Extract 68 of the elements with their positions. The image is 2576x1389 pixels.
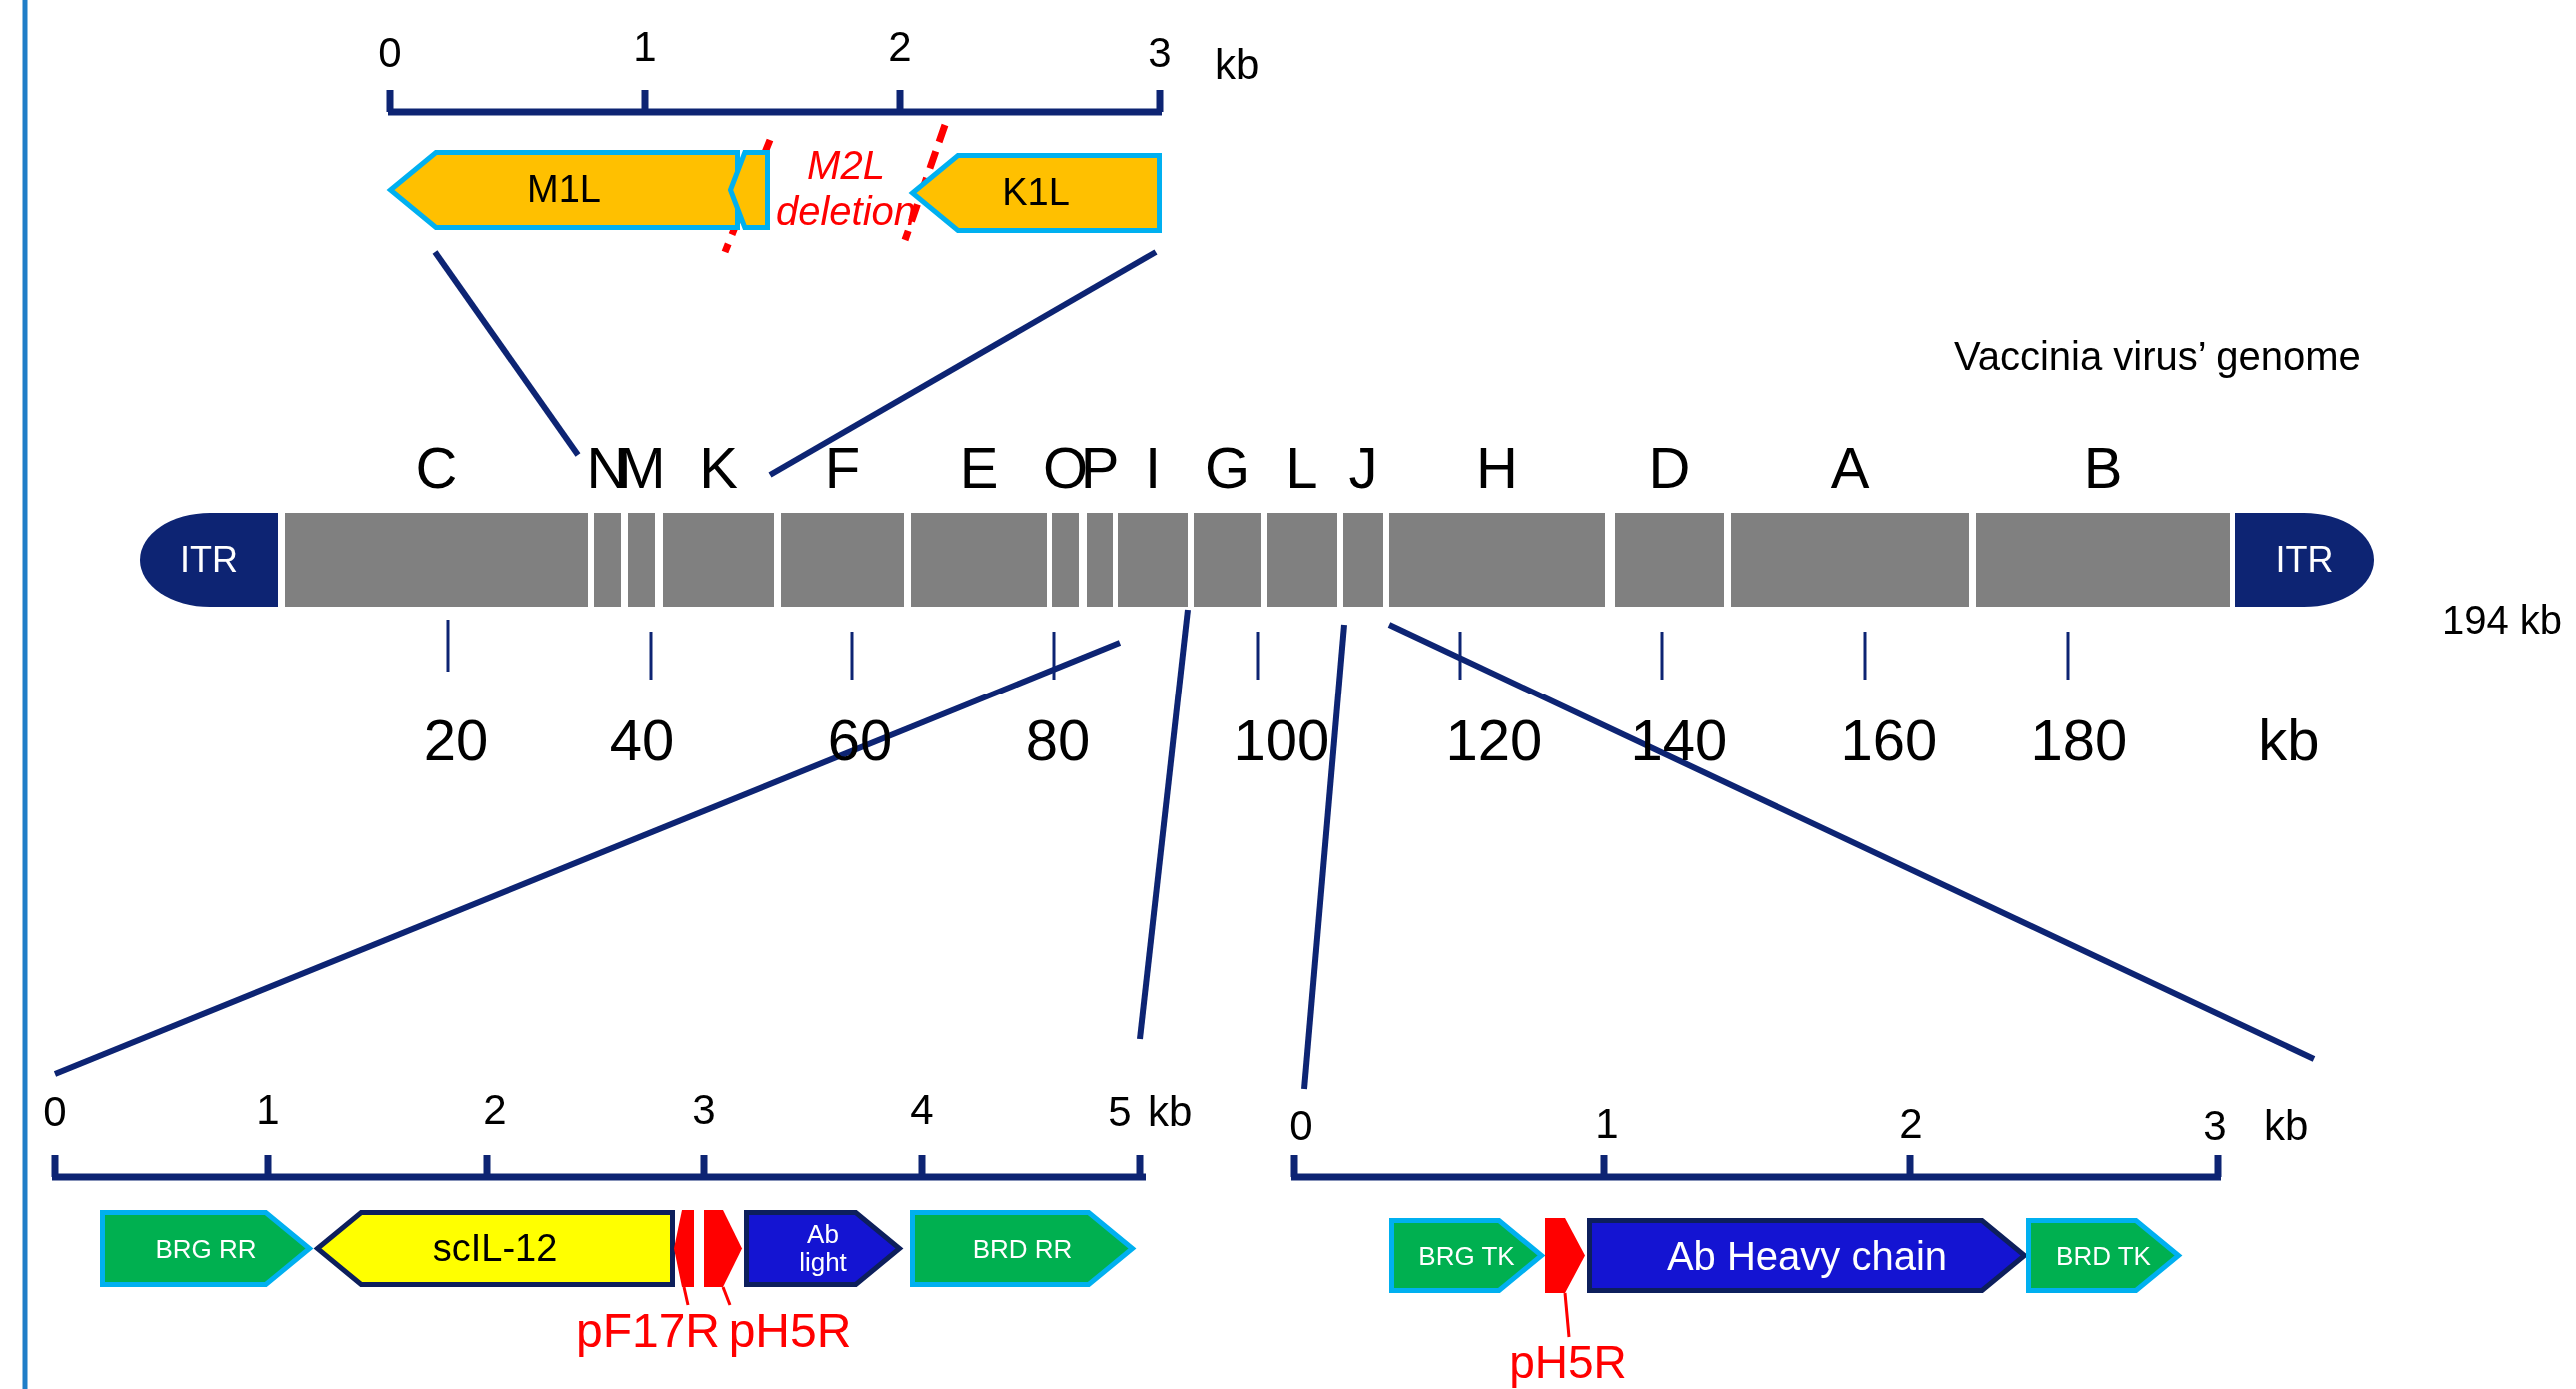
scale-label: 2 [888, 26, 912, 68]
scale-label: 120 [1445, 711, 1543, 769]
scale-label: 0 [378, 32, 402, 74]
scale-label: 0 [43, 1091, 67, 1133]
leader-line [682, 1286, 690, 1306]
gene-label: BRD TK [2056, 1241, 2151, 1270]
scale-label: 20 [423, 711, 489, 769]
promoter-label: pF17R [574, 1305, 722, 1357]
gene-block [1389, 1218, 1544, 1293]
scale-label: 140 [1630, 711, 1728, 769]
itr-block [2235, 513, 2374, 607]
segment-letter: B [2083, 436, 2123, 500]
gene-label: M1L [527, 169, 601, 211]
itr-label: ITR [2275, 540, 2334, 580]
segment-letter: G [1204, 436, 1251, 500]
scale-label: 40 [609, 711, 675, 769]
gene-block [744, 1210, 902, 1287]
scale-label: 80 [1025, 711, 1091, 769]
gene-label: BRD RR [972, 1234, 1073, 1263]
scale-label: 1 [256, 1089, 280, 1131]
segment-letter: H [1476, 436, 1518, 500]
segment-letter: A [1830, 436, 1870, 500]
itr-label: ITR [180, 540, 238, 580]
gene-block [2026, 1218, 2181, 1293]
gene-block [1587, 1218, 2027, 1293]
scale-label: 3 [1148, 32, 1172, 74]
scale-label: kb [1215, 44, 1260, 86]
scale-label: 160 [1840, 711, 1938, 769]
scale-label: kb [2258, 711, 2320, 769]
diagram-title: Vaccinia virus’ genome [1954, 336, 2361, 376]
gene-block [100, 1210, 312, 1287]
segment-letter: E [959, 436, 999, 500]
scale-label: 180 [2030, 711, 2128, 769]
scale-label: 4 [910, 1089, 934, 1131]
gene-label: Ab Heavy chain [1666, 1233, 1948, 1278]
leader-line [721, 1286, 732, 1306]
scale-label: 2 [1899, 1103, 1923, 1145]
scale-label: 100 [1233, 711, 1330, 769]
segment-letter: L [1286, 436, 1318, 500]
promoter-block [704, 1210, 742, 1287]
scale-label: 3 [2203, 1105, 2227, 1147]
gene-label: Ab light [798, 1219, 848, 1278]
scale-label: 5 [1108, 1091, 1132, 1133]
scale-label: 1 [633, 26, 657, 68]
segment-letter: J [1348, 436, 1378, 500]
scale-label: kb [1148, 1091, 1193, 1133]
scale-label: 3 [692, 1089, 716, 1131]
leader-line [1563, 1292, 1571, 1338]
promoter-label: pH5R [1505, 1337, 1631, 1387]
segment-letter: I [1144, 436, 1162, 500]
scale-label: 0 [1289, 1105, 1313, 1147]
gene-block [315, 1210, 675, 1287]
itr-block [140, 513, 278, 607]
segment-letter: C [415, 436, 458, 500]
scale-label: kb [2264, 1105, 2309, 1147]
gene-label: scIL-12 [432, 1227, 558, 1270]
scale-label: 194 kb [2442, 600, 2563, 640]
gene-block [910, 1210, 1135, 1287]
scale-label: 2 [483, 1089, 507, 1131]
promoter-label: pH5R [726, 1305, 854, 1357]
gene-label: BRG RR [155, 1234, 257, 1263]
gene-label: K1L [1002, 172, 1070, 214]
segment-letter: F [824, 436, 861, 500]
gene-label: BRG TK [1418, 1241, 1515, 1270]
segment-letter: K [699, 436, 738, 500]
scale-label: 1 [1595, 1103, 1619, 1145]
deletion-label: M2L deletion [775, 142, 917, 234]
segment-letter: D [1648, 436, 1691, 500]
